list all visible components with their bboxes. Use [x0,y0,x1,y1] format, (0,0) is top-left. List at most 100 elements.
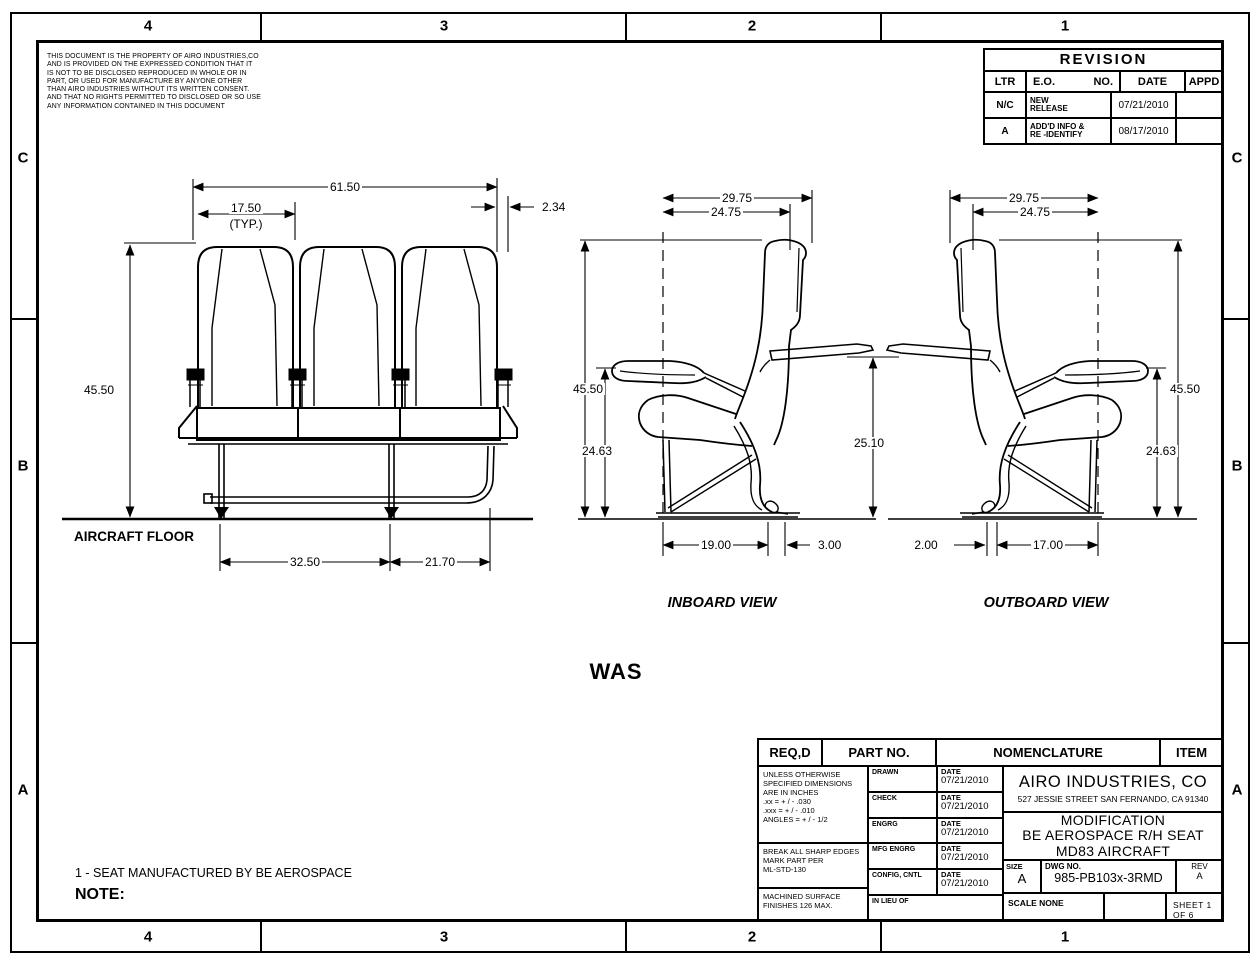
signoff-row: ENGRG DATE 07/21/2010 [869,818,1002,845]
drawing-title-line: MD83 AIRCRAFT [1055,842,1171,859]
outboard-view-label: OUTBOARD VIEW [980,595,1112,611]
size-label: SIZE [1006,862,1023,872]
machined-line: FINISHES 126 MAX. [763,901,833,910]
proprietary-line: THAN AIRO INDUSTRIES WITHOUT ITS WRITTEN… [47,86,250,94]
machined-surface-note: MACHINED SURFACE FINISHES 126 MAX. [759,889,867,920]
proprietary-line: AND THAT NO RIGHTS PERMITTED TO DISCLOSE… [47,94,261,102]
break-edges-line: BREAK ALL SHARP EDGES [763,847,860,856]
title-block-header-row: REQ,D PART NO. NOMENCLATURE ITEM [759,740,1222,767]
size-dwg-row: SIZE A DWG NO. 985-PB103x-3RMD REV A [1004,861,1222,894]
zone-col-label: 4 [143,17,153,35]
zone-col-label: 3 [439,17,449,35]
date-label: DATE [941,792,961,802]
dim-front-total: 61.50 [327,180,363,194]
company-column: AIRO INDUSTRIES, CO 527 JESSIE STREET SA… [1004,767,1222,920]
signoff-date-cell: DATE 07/21/2010 [938,767,1002,791]
zone-row-label: A [17,781,29,799]
zone-col-label: 1 [1060,928,1070,946]
break-edges-note: BREAK ALL SHARP EDGES MARK PART PER ML-S… [759,844,867,889]
dim-inboard-tray-height: 25.10 [851,436,887,450]
break-edges-line: MARK PART PER [763,856,824,865]
date-value: 07/21/2010 [941,775,989,786]
zone-divider [625,12,627,40]
in-lieu-of-label: IN LIEU OF [872,897,909,905]
rev-value: A [1196,871,1203,883]
note-item: 1 - SEAT MANUFACTURED BY BE AEROSPACE [75,866,352,880]
drawing-title: MODIFICATION BE AEROSPACE R/H SEAT MD83 … [1004,812,1222,862]
drawing-frame [36,40,1224,922]
item-header: ITEM [1175,745,1208,760]
revision-eo-line: ADD'D INFO & [1030,121,1085,131]
revision-header-row: LTR E.O. NO. DATE APPD [985,72,1222,93]
zone-divider [1224,318,1250,320]
revision-ltr: N/C [985,93,1027,117]
dim-outboard-seat-height: 24.63 [1143,444,1179,458]
dim-outboard-height: 45.50 [1167,382,1203,396]
revision-date: 07/21/2010 [1112,93,1177,117]
dwg-no-cell: DWG NO. 985-PB103x-3RMD [1042,861,1177,892]
dim-front-span-inner: 32.50 [287,555,323,569]
dim-inboard-depth-outer: 29.75 [719,191,755,205]
break-edges-line: ML-STD-130 [763,865,806,874]
zone-divider [10,318,36,320]
rev-label: REV [1191,862,1208,872]
signoff-role: ENGRG [869,818,938,843]
dim-front-height: 45.50 [81,383,117,397]
date-value: 07/21/2010 [941,852,989,864]
size-value: A [1017,871,1027,887]
sheet-outer-border [10,12,1250,953]
zone-divider [880,922,882,953]
reqd-header: REQ,D [759,740,823,765]
signoff-date-cell: DATE 07/21/2010 [938,870,1002,894]
revision-row: N/C NEW RELEASE 07/21/2010 [985,93,1222,119]
signoff-row: CHECK DATE 07/21/2010 [869,792,1002,819]
revision-eo: ADD'D INFO & RE -IDENTIFY [1027,119,1112,143]
revision-header-eo-no: E.O. NO. [1027,72,1121,91]
scale-row: SCALE NONE SHEET 1 OF 6 [1004,893,1222,920]
part-no-header: PART NO. [823,740,937,765]
revision-ltr: A [985,119,1027,143]
sheet-cell: SHEET 1 OF 6 [1173,899,1212,920]
proprietary-line: IS NOT TO BE DISCLOSED REPRODUCED IN WHO… [47,69,247,77]
zone-row-label: B [1231,457,1243,475]
dim-front-gap: 2.34 [540,200,568,214]
dim-outboard-depth-inner: 24.75 [1017,205,1053,219]
signoff-role: CHECK [869,792,938,817]
revision-header-date: DATE [1121,72,1186,91]
signoff-column: DRAWN DATE 07/21/2010 CHECK DATE 07/21/2… [869,767,1004,920]
dim-inboard-height: 45.50 [570,382,606,396]
zone-divider [10,642,36,644]
zone-row-label: A [1231,781,1243,799]
rev-cell: REV A [1177,861,1222,891]
title-block: REQ,D PART NO. NOMENCLATURE ITEM UNLESS … [757,738,1224,922]
signoff-date-cell: DATE 07/21/2010 [938,819,1002,843]
signoff-row: CONFIG, CNTL DATE 07/21/2010 [869,870,1002,896]
dim-front-span-outer: 21.70 [422,555,458,569]
signoff-row: DRAWN DATE 07/21/2010 [869,767,1002,793]
zone-col-label: 3 [439,928,449,946]
zone-row-label: C [17,149,29,167]
scale-cell: SCALE NONE [1004,893,1105,920]
nomenclature-header: NOMENCLATURE [937,740,1161,765]
tolerance-line: SPECIFIED DIMENSIONS [763,779,853,788]
revision-header-ltr: LTR [985,72,1027,91]
company-address: 527 JESSIE STREET SAN FERNANDO, CA 91340 [1017,794,1209,805]
company-cell: AIRO INDUSTRIES, CO 527 JESSIE STREET SA… [1004,767,1222,813]
revision-appd [1177,119,1222,143]
date-value: 07/21/2010 [941,878,989,889]
tolerance-line: UNLESS OTHERWISE [763,770,841,779]
dim-inboard-base: 19.00 [698,538,734,552]
blank-cell [1105,893,1167,920]
revision-header-eo: E.O. [1033,75,1056,88]
proprietary-line: THIS DOCUMENT IS THE PROPERTY OF AIRO IN… [47,53,259,60]
proprietary-notice: THIS DOCUMENT IS THE PROPERTY OF AIRO IN… [47,53,317,111]
drawing-title-line: BE AEROSPACE R/H SEAT [1022,827,1204,844]
signoff-row: MFG ENGRG DATE 07/21/2010 [869,844,1002,870]
dim-outboard-foot: 2.00 [912,538,940,552]
machined-line: MACHINED SURFACE [763,892,841,901]
revision-header-no: NO. [1093,75,1113,88]
revision-eo-line: RELEASE [1030,104,1068,113]
signoff-role: DRAWN [869,767,938,791]
signoff-role: MFG ENGRG [869,844,938,868]
